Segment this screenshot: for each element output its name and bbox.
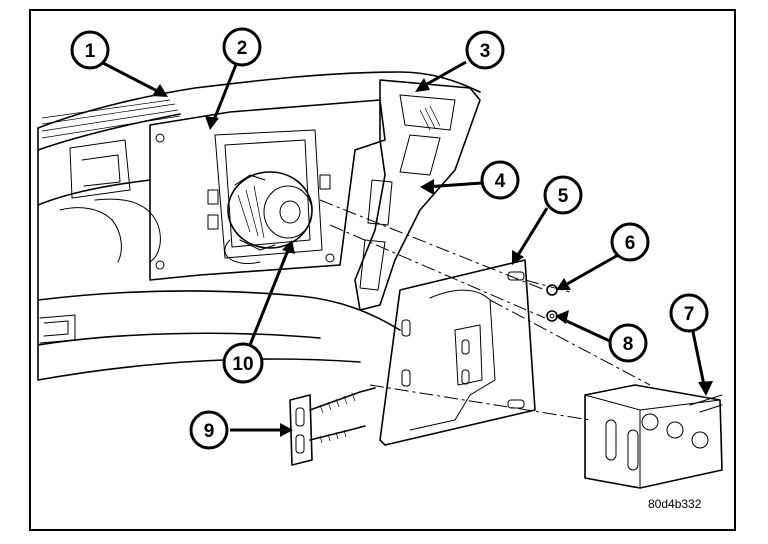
callout-7-label: 7 bbox=[684, 304, 695, 325]
bumper-fascia bbox=[37, 71, 481, 381]
callout-leaders bbox=[102, 60, 707, 432]
bracket-7 bbox=[584, 384, 723, 489]
callout-4: 4 bbox=[480, 160, 520, 200]
callout-1: 1 bbox=[70, 30, 110, 70]
bolt-set-9 bbox=[289, 387, 376, 466]
diagram-frame bbox=[29, 9, 736, 531]
figure-code: 80d4b332 bbox=[648, 497, 702, 511]
callout-1-label: 1 bbox=[85, 41, 96, 62]
callout-6-label: 6 bbox=[625, 233, 636, 254]
component-10-assembly bbox=[224, 171, 313, 264]
callout-3: 3 bbox=[465, 30, 505, 70]
bolt-head bbox=[325, 253, 335, 263]
callout-2-label: 2 bbox=[237, 38, 248, 59]
callout-10: 10 bbox=[222, 342, 264, 384]
alignment-lines bbox=[319, 199, 651, 421]
callout-5-label: 5 bbox=[558, 186, 569, 207]
side-support-bracket bbox=[354, 79, 481, 311]
callout-8: 8 bbox=[608, 323, 648, 363]
callout-arrowheads bbox=[152, 78, 713, 437]
callout-2: 2 bbox=[222, 27, 262, 67]
callout-9-label: 9 bbox=[204, 421, 215, 442]
callout-9: 9 bbox=[189, 410, 229, 450]
bolt-head bbox=[155, 260, 165, 270]
callout-6: 6 bbox=[610, 222, 650, 262]
callout-3-label: 3 bbox=[480, 41, 491, 62]
mounting-bracket bbox=[149, 99, 386, 281]
callout-4-label: 4 bbox=[495, 171, 506, 192]
mounting-plate bbox=[379, 259, 536, 446]
callout-5: 5 bbox=[543, 175, 583, 215]
bolt-head bbox=[155, 133, 165, 143]
nut-6 bbox=[546, 284, 558, 296]
callout-8-label: 8 bbox=[623, 334, 634, 355]
callout-10-label: 10 bbox=[232, 354, 253, 375]
callout-7: 7 bbox=[669, 293, 709, 333]
